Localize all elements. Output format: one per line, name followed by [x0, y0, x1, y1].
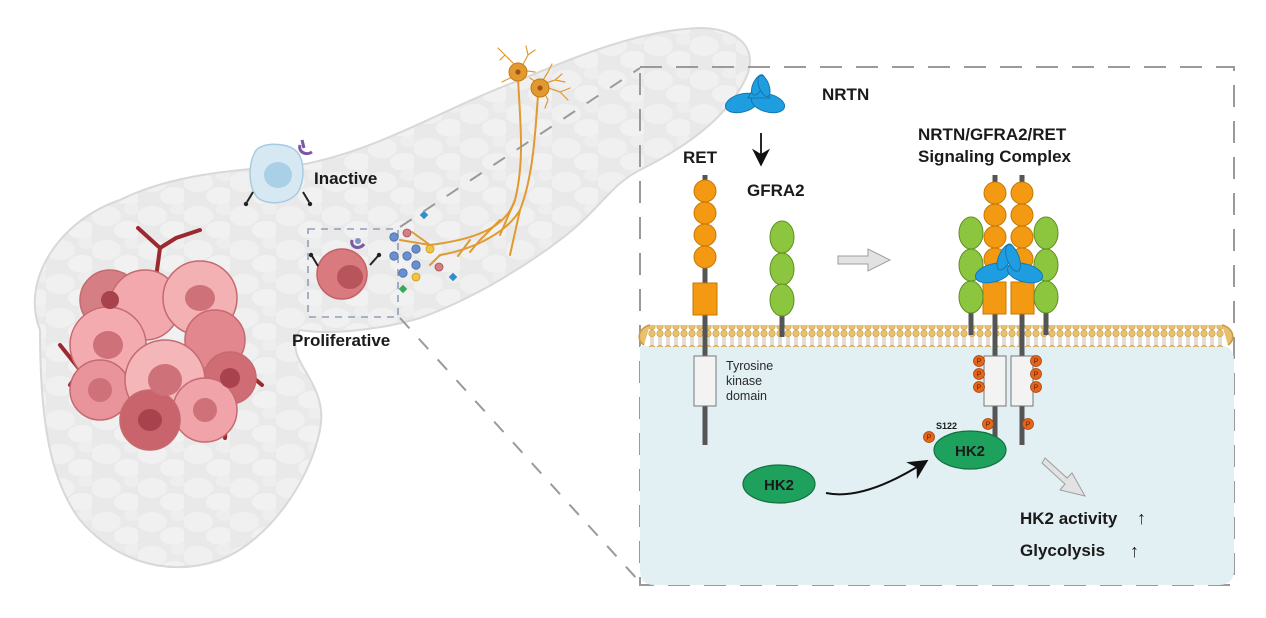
complex-line2: Signaling Complex [918, 147, 1072, 166]
membrane-edge-left [638, 324, 651, 346]
phospho-site-6 [982, 418, 994, 430]
phospho-site-5 [1030, 381, 1042, 393]
hk2-activity-up-icon: ↑ [1137, 508, 1146, 528]
hk2-bound [933, 430, 1007, 470]
outcome-hk2-activity: HK2 activity [1020, 509, 1118, 528]
cell-membrane [648, 325, 1224, 347]
phospho-label-2: P [977, 385, 982, 392]
tyrosine-kinase-domain [693, 355, 717, 407]
proliferative-cell [308, 238, 382, 300]
proliferative-label: Proliferative [292, 331, 390, 350]
phospho-label-0: P [977, 359, 982, 366]
phospho-label-3: P [1034, 359, 1039, 366]
ret-label: RET [683, 148, 718, 167]
tk-line2: kinase [726, 374, 762, 388]
proliferative-inset-box [307, 228, 399, 318]
phospho-label-5: P [1034, 385, 1039, 392]
signaling-complex [958, 175, 1059, 445]
ret-receptor [692, 175, 718, 445]
outcome-glycolysis: Glycolysis [1020, 541, 1105, 560]
phospho-label-4: P [1034, 372, 1039, 379]
inactive-label: Inactive [314, 169, 377, 188]
tk-line3: domain [726, 389, 767, 403]
tk-domain-label: Tyrosine kinase domain [726, 359, 777, 403]
tumor-cluster [69, 260, 257, 451]
hk2-free [742, 464, 816, 504]
phospho-label-1: P [977, 372, 982, 379]
phospho-site-8 [923, 431, 935, 443]
phospho-label-6: P [986, 422, 991, 429]
gfra2-label: GFRA2 [747, 181, 805, 200]
outcome-arrow [1041, 457, 1087, 497]
hk2-bound-label: HK2 [955, 443, 985, 460]
phospho-site-1 [973, 368, 985, 380]
phospho-label-7: P [1026, 422, 1031, 429]
nrtn-ligand-icon [724, 74, 786, 114]
complex-line1: NRTN/GFRA2/RET [918, 125, 1067, 144]
tk-line1: Tyrosine [726, 359, 773, 373]
phospho-site-2 [973, 381, 985, 393]
recruitment-arrow [825, 459, 929, 496]
cytoplasm [640, 346, 1234, 585]
glycolysis-up-icon: ↑ [1130, 541, 1139, 561]
secreted-factors [389, 210, 458, 294]
neuron [399, 45, 571, 266]
phospho-site-0 [973, 355, 985, 367]
phospho-label-8: P [927, 435, 932, 442]
s122-site-label: S122 [936, 421, 957, 431]
phospho-site-3 [1030, 355, 1042, 367]
nrtn-label: NRTN [822, 85, 869, 104]
inactive-cell [243, 139, 313, 207]
gfra2-coreceptor [769, 220, 795, 337]
complex-label: NRTN/GFRA2/RET Signaling Complex [918, 125, 1072, 166]
hk2-free-label: HK2 [764, 477, 794, 494]
phospho-site-7 [1022, 418, 1034, 430]
membrane-edge-right [1221, 324, 1234, 346]
zoom-guide-lines [399, 67, 641, 581]
phospho-site-4 [1030, 368, 1042, 380]
transition-arrow [837, 248, 892, 272]
